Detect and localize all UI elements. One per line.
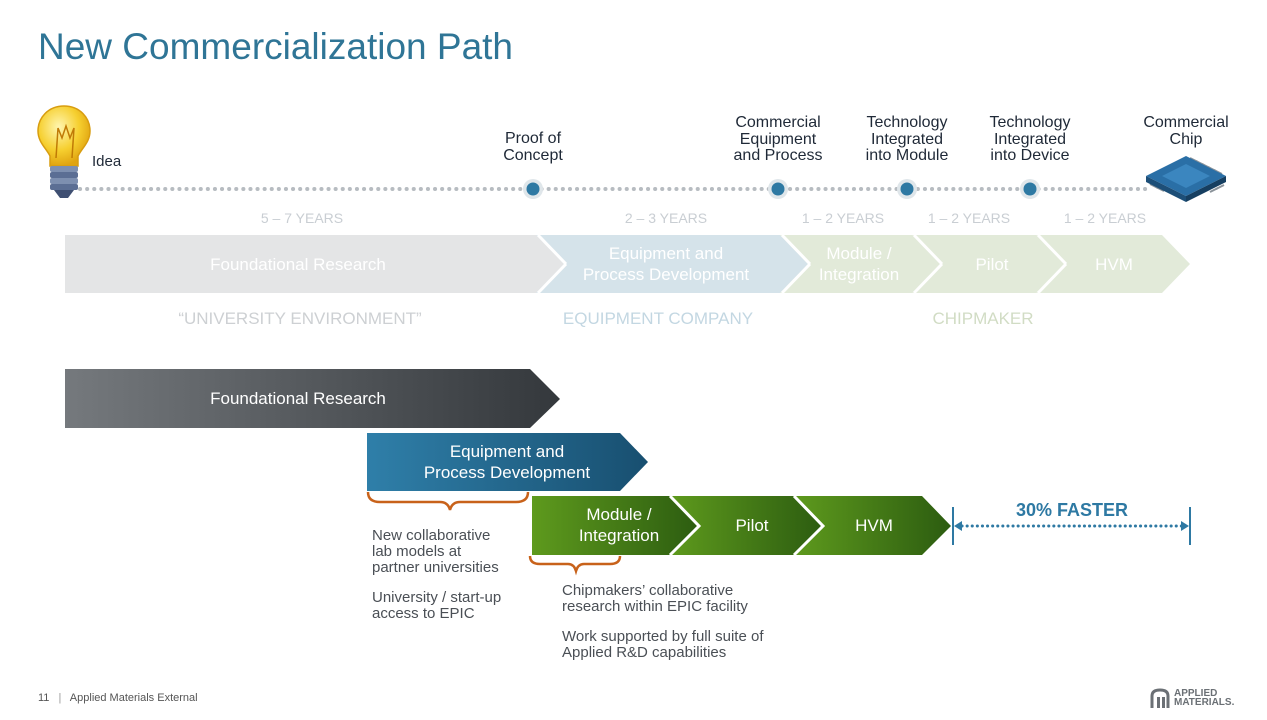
duration-hvm: 1 – 2 YEARS xyxy=(1063,210,1147,226)
old-arrow-pilot xyxy=(912,235,1064,293)
lightbulb-icon xyxy=(37,105,91,198)
env-equipment-company: EQUIPMENT COMPANY xyxy=(562,309,754,328)
new-label-foundational: Foundational Research xyxy=(210,388,386,408)
duration-pilot: 1 – 2 YEARS xyxy=(927,210,1011,226)
new-arrow-hvm xyxy=(794,496,951,555)
idea-label: Idea xyxy=(92,153,122,170)
new-arrow-foundational xyxy=(65,369,560,428)
duration-foundational: 5 – 7 YEARS xyxy=(260,210,344,226)
milestone-label-device: Technology Integrated into Device xyxy=(989,114,1071,164)
milestone-label-commercial-chip: Commercial Chip xyxy=(1143,114,1229,148)
university-bracket xyxy=(366,491,530,511)
chip-icon xyxy=(1146,156,1226,202)
old-arrow-module xyxy=(780,235,940,293)
milestone-label-proof-of-concept: Proof of Concept xyxy=(503,130,563,164)
milestone-dot-4 xyxy=(1020,179,1040,199)
old-arrow-hvm xyxy=(1036,235,1190,293)
page-number: 11 xyxy=(38,692,50,704)
page-title: New Commercialization Path xyxy=(38,26,514,67)
new-label-hvm: HVM xyxy=(855,515,893,535)
milestone-dot-2 xyxy=(768,179,788,199)
old-arrow-foundational xyxy=(65,235,564,293)
old-label-module: Module / Integration xyxy=(818,244,900,284)
note-rd-capabilities: Work supported by full suite of Applied … xyxy=(562,628,764,661)
milestone-label-commercial-equipment: Commercial Equipment and Process xyxy=(733,114,823,164)
old-label-foundational: Foundational Research xyxy=(210,254,386,274)
milestone-dot-3 xyxy=(897,179,917,199)
old-path-arrows xyxy=(65,234,1190,295)
faster-label: 30% FASTER xyxy=(1016,500,1129,520)
timeline xyxy=(78,179,1152,199)
duration-equipment: 2 – 3 YEARS xyxy=(624,210,708,226)
new-label-equipment: Equipment and Process Development xyxy=(423,442,591,482)
new-label-pilot: Pilot xyxy=(735,515,769,535)
footer-separator: | xyxy=(58,692,62,704)
env-university: “UNIVERSITY ENVIRONMENT” xyxy=(178,309,422,328)
new-path-arrows xyxy=(65,369,951,557)
duration-module: 1 – 2 YEARS xyxy=(801,210,885,226)
footer: 11 | Applied Materials External xyxy=(38,692,198,704)
footer-text: Applied Materials External xyxy=(69,692,198,704)
new-arrow-equipment xyxy=(367,433,648,491)
brackets xyxy=(366,491,622,576)
old-label-equipment: Equipment and Process Development xyxy=(582,244,750,284)
env-chipmaker: CHIPMAKER xyxy=(932,309,1034,328)
note-university-access: University / start-up access to EPIC xyxy=(372,589,502,622)
applied-materials-logo-icon xyxy=(1150,688,1170,708)
note-chipmaker-research: Chipmakers’ collaborative research withi… xyxy=(562,582,748,615)
new-label-module: Module / Integration xyxy=(578,505,660,545)
old-label-pilot: Pilot xyxy=(975,254,1009,274)
new-arrow-pilot xyxy=(670,496,823,555)
note-collaborative-lab: New collaborative lab models at partner … xyxy=(372,527,499,576)
new-arrow-module xyxy=(532,496,699,555)
chipmaker-bracket xyxy=(528,555,622,576)
old-label-hvm: HVM xyxy=(1095,254,1133,274)
old-arrow-equipment xyxy=(536,235,808,293)
applied-materials-logo-text: APPLIED MATERIALS. xyxy=(1174,688,1235,708)
milestone-label-module: Technology Integrated into Module xyxy=(865,114,949,164)
faster-arrow xyxy=(952,507,1191,545)
milestone-dot-1 xyxy=(523,179,543,199)
